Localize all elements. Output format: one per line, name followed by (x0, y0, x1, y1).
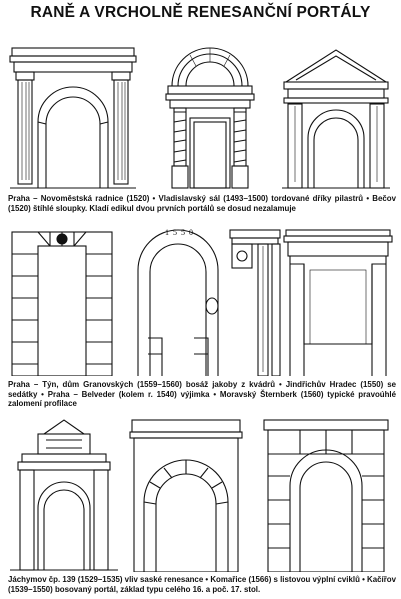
portal-jachymov (10, 419, 118, 571)
portal-becov (282, 49, 390, 189)
portal-novomestska-radnice (9, 47, 137, 189)
page-title: RANĚ A VRCHOLNĚ RENESANČNÍ PORTÁLY (30, 4, 371, 21)
caption-row-3: Jáchymov čp. 139 (1529–1535) vliv saské … (8, 575, 396, 594)
portal-komarice (129, 419, 243, 572)
portal-belveder (229, 229, 281, 376)
portal-vladislavsky-sal (165, 47, 255, 189)
portal-jindrichuv-hradec (137, 229, 219, 376)
portal-tyn-granovskych (11, 231, 113, 376)
caption-row-1: Praha – Novoměstská radnice (1520) • Vla… (8, 194, 396, 213)
date-label: 1 5 5 0 (165, 228, 194, 237)
portal-moravsky-sternberk (283, 229, 393, 376)
portal-kacirov (263, 419, 389, 572)
caption-row-2: Praha – Týn, dům Granovských (1559–1560)… (8, 380, 396, 409)
